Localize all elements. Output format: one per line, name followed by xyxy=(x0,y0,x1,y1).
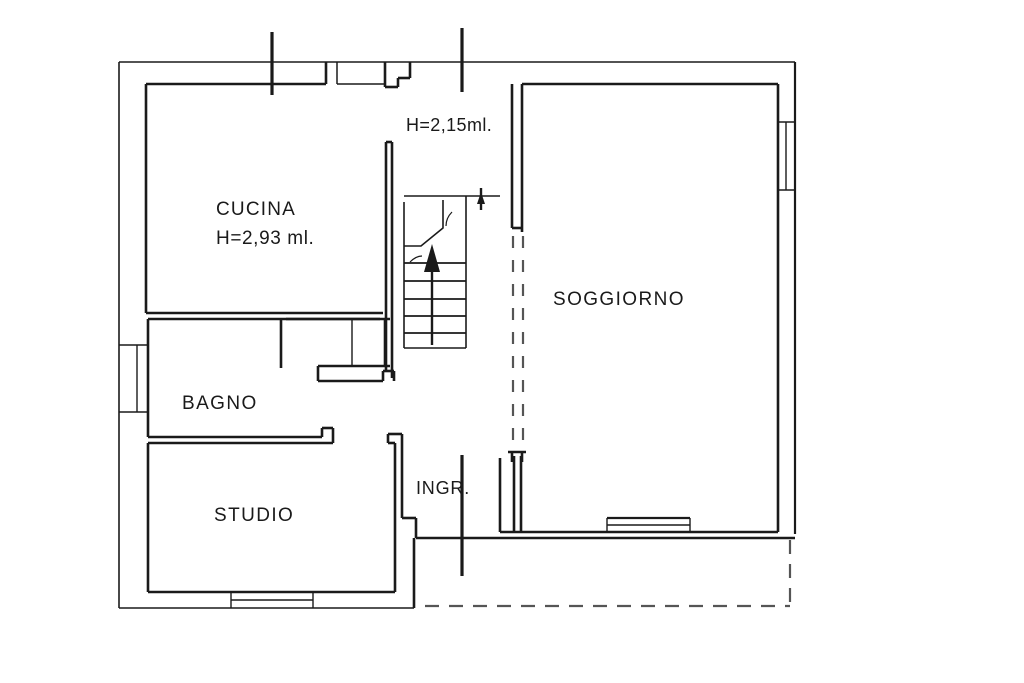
door-openings xyxy=(409,188,500,263)
window-bottom-soggiorno xyxy=(606,516,691,532)
stair-winder xyxy=(404,200,444,247)
door-swing-arc xyxy=(445,211,453,227)
up-arrow-icon-tip xyxy=(427,250,437,264)
door-leaf-icon xyxy=(477,192,485,204)
windows xyxy=(119,121,795,608)
window-left-bagno xyxy=(119,344,148,413)
room-label-studio: STUDIO xyxy=(214,505,295,526)
stair-treads xyxy=(404,262,466,334)
room-label-soggiorno: SOGGIORNO xyxy=(553,289,685,310)
room-label-bagno: BAGNO xyxy=(182,393,258,414)
door-swing-arc xyxy=(409,255,423,263)
room-label-ingresso: INGR. xyxy=(416,478,471,498)
staircase xyxy=(403,195,467,349)
inner-outlines xyxy=(499,84,779,532)
dashed-elements xyxy=(425,236,792,608)
room-annotation-cucina: H=2,93 ml. xyxy=(216,228,315,249)
room-annotation-stairwell: H=2,15ml. xyxy=(406,115,493,135)
window-bottom-studio xyxy=(230,592,314,608)
window-right-soggiorno xyxy=(778,121,795,191)
room-label-cucina: CUCINA xyxy=(216,199,297,220)
top-wall-niches xyxy=(146,62,385,85)
